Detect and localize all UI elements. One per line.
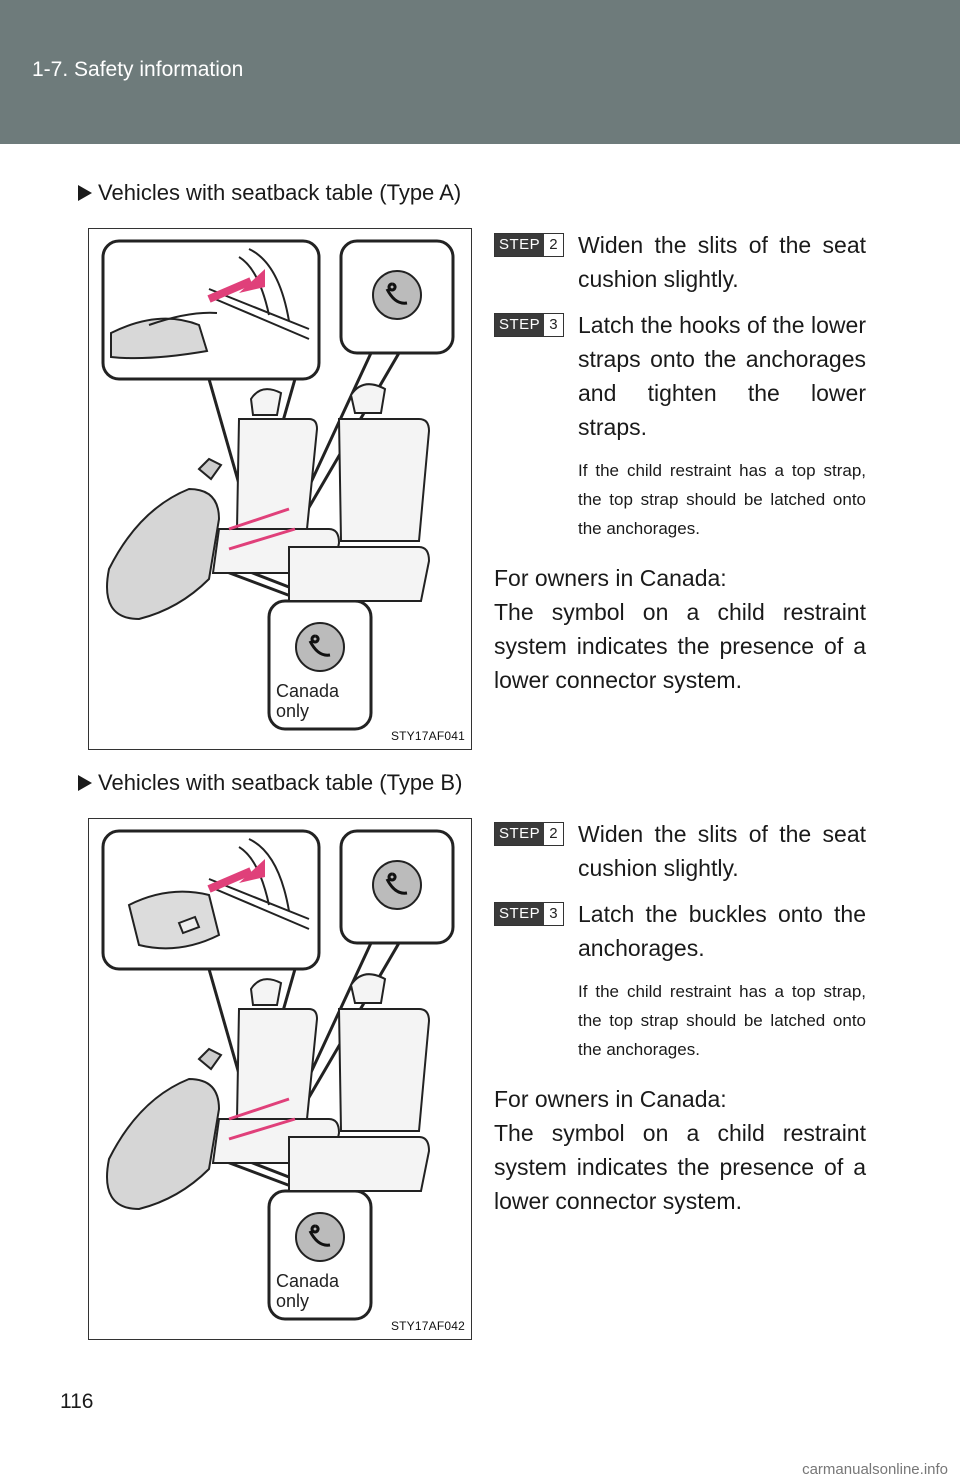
child-seat-illustration-type-b [101, 829, 455, 1321]
top-strap-note: If the child restraint has a top strap, … [578, 461, 866, 538]
step-text: Widen the slits of the seat cushion slig… [578, 821, 866, 881]
canada-only-label: Canada only [276, 1271, 340, 1311]
figure-code: STY17AF041 [390, 729, 465, 743]
canada-owners-note: For owners in Canada: The symbol on a ch… [494, 1086, 866, 1214]
section-heading-type-a: Vehicles with seatback table (Type A) [78, 180, 461, 206]
figure-type-b: Canada only STY17AF042 [88, 818, 472, 1340]
top-strap-note: If the child restraint has a top strap, … [578, 982, 866, 1059]
figure-type-a: Canada only STY17AF041 [88, 228, 472, 750]
canada-only-label: Canada only [276, 681, 340, 721]
section-title: 1-7. Safety information [32, 58, 244, 81]
watermark: carmanualsonline.info [802, 1461, 948, 1478]
triangle-bullet-icon [78, 775, 92, 791]
child-seat-illustration-type-a [101, 239, 455, 731]
page-number: 116 [60, 1390, 94, 1413]
figure-code: STY17AF042 [390, 1319, 465, 1333]
triangle-bullet-icon [78, 185, 92, 201]
step-text: Widen the slits of the seat cushion slig… [578, 232, 866, 292]
section-heading-type-b: Vehicles with seatback table (Type B) [78, 770, 462, 796]
canada-owners-note: For owners in Canada: The symbol on a ch… [494, 565, 866, 693]
step-text: Latch the hooks of the lower straps onto… [578, 312, 866, 440]
step-text: Latch the buckles onto the anchorages. [578, 901, 866, 961]
page-header: 1-7. Safety information [0, 0, 960, 144]
